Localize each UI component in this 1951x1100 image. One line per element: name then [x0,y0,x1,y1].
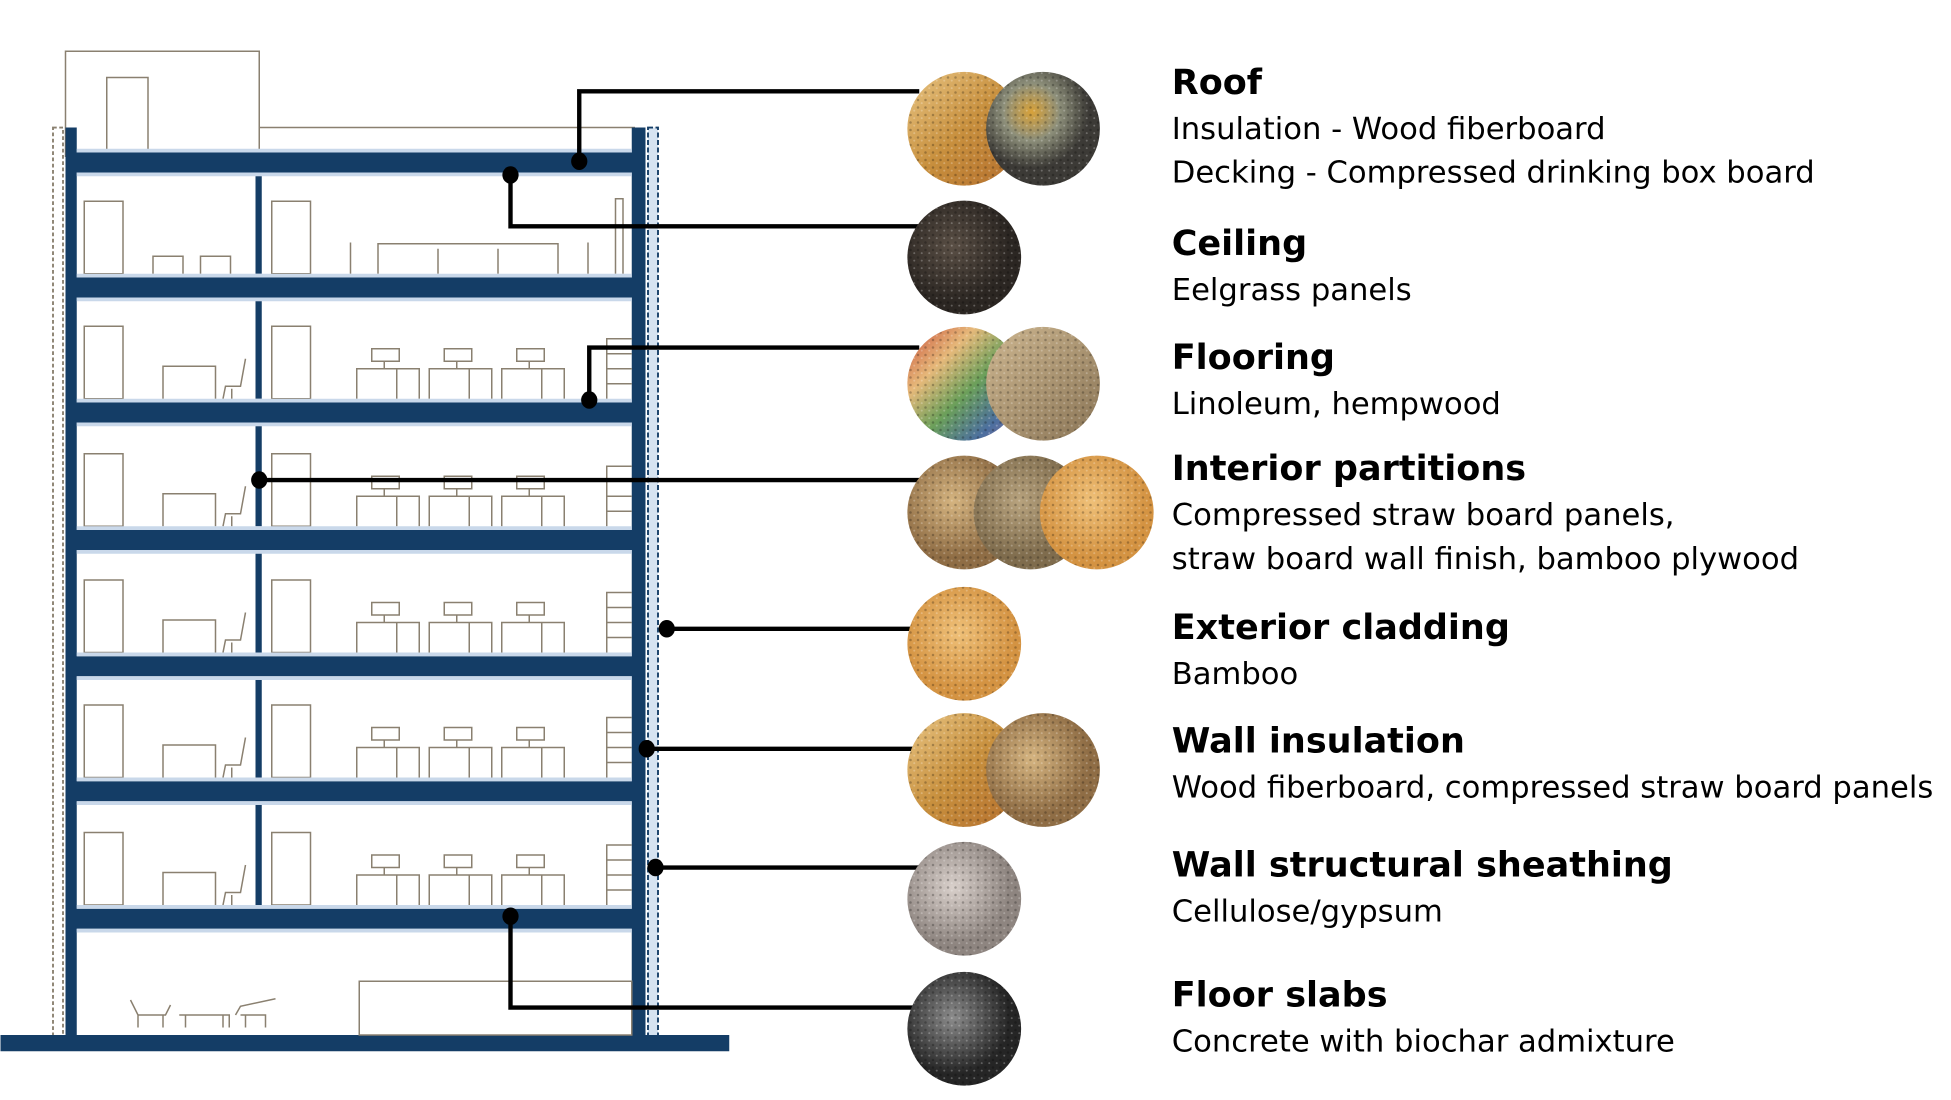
floor-finish [76,652,632,657]
connector-line-ceiling [508,175,920,229]
roof-description: Decking - Compressed drinking box board [1172,156,1815,191]
cellulose-texture [907,841,1022,956]
floor-slab [65,908,646,929]
connector-dot [502,907,519,925]
floor-slab [65,152,646,173]
connector-lines [251,89,920,1010]
straw-board-texture [986,713,1100,827]
ceiling-panel [76,422,632,427]
connector-dot [647,858,664,877]
interior-partition [255,680,262,778]
box-board-texture [986,71,1100,186]
ceiling-panel [76,297,632,302]
floor-slab [65,402,646,423]
rooftop-structure [64,50,260,157]
floor-finish [76,526,632,530]
wall-insulation-description: Wood fiberboard, compressed straw board … [1172,771,1934,806]
exterior-cladding-title: Exterior cladding [1172,608,1510,648]
connector-dot [571,152,588,170]
floor-finish [76,905,632,909]
building-section [0,50,730,1052]
eelgrass-texture [907,200,1022,315]
wood-fiberboard-texture [907,71,1022,186]
material-swatches [907,71,1154,1086]
floor-slab [65,277,646,298]
bamboo-plywood-texture [1039,455,1154,570]
connector-dot [658,620,675,638]
biochar-concrete-texture [907,971,1022,1086]
floor-slab [65,530,646,550]
floor-finish [76,398,632,403]
connector-line-roof [577,89,920,162]
hempwood-texture [986,326,1100,441]
office-furniture [83,579,632,654]
wall-structural-sheathing-title: Wall structural sheathing [1172,845,1673,885]
office-furniture [83,198,624,275]
office-furniture [83,325,632,400]
floor-slabs-description: Concrete with biochar admixture [1172,1024,1675,1059]
bamboo-texture [907,586,1022,701]
column-right [631,127,646,1038]
interior-partitions-title: Interior partitions [1172,449,1526,489]
ceiling-panel [76,550,632,554]
ceiling-description: Eelgrass panels [1172,273,1412,308]
interior-partition [255,553,262,653]
floor-finish [76,777,632,782]
interior-partitions-description: Compressed straw board panels, [1172,498,1675,533]
connector-dot [502,166,519,184]
interior-partition [255,301,262,399]
floor-slab [65,781,646,802]
wall-structural-sheathing-description: Cellulose/gypsum [1172,894,1443,929]
connector-dot [251,471,268,489]
ceiling-panel [76,928,632,933]
interior-partition [255,805,262,905]
wood-fiberboard-texture [907,713,1022,827]
rooftop-door [105,76,149,157]
wall-insulation-title: Wall insulation [1172,722,1465,762]
cladding-right [647,126,659,1039]
connector-line-flooring [587,345,920,400]
office-furniture [83,831,632,906]
ground-slab [0,1035,730,1052]
ceiling-panel [76,676,632,680]
roof-description: Insulation - Wood fiberboard [1172,112,1606,147]
floor-finish [76,148,632,153]
floor-slabs-title: Floor slabs [1172,975,1388,1015]
flooring-title: Flooring [1172,338,1335,378]
connector-dot [581,391,598,409]
connector-dot [638,740,655,758]
exterior-cladding-description: Bamboo [1172,657,1298,692]
roof-title: Roof [1172,63,1263,103]
ceiling-panel [76,172,632,177]
exterior-cladding-left [52,126,64,1039]
linoleum-texture [907,326,1022,441]
column-left [65,127,77,1038]
interior-partition [255,176,262,274]
floor-finish [76,273,632,278]
flooring-description: Linoleum, hempwood [1172,387,1501,422]
ceiling-title: Ceiling [1172,224,1307,264]
ceiling-panel [76,801,632,805]
connector-line-floor-slabs [508,916,920,1010]
office-furniture [83,453,632,527]
interior-partitions-description: straw board wall finish, bamboo plywood [1172,542,1799,577]
floor-slab [65,656,646,677]
office-furniture [83,704,632,779]
